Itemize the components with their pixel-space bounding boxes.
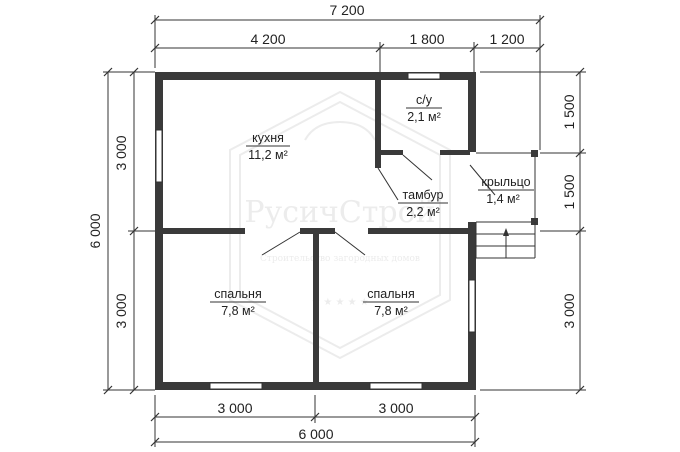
dim-bottom-segment-1: 3 000 [217,400,252,416]
wall-bottom [155,382,476,390]
dim-right-segment-3: 3 000 [561,293,577,328]
dim-right-segment-2: 1 500 [561,174,577,209]
door-bathroom [402,154,433,181]
window-bedroom-left [209,382,263,390]
porch-post-top [531,150,538,157]
partition-bathroom-bottom [440,150,470,155]
room-labels: кухня 11,2 м² с/у 2,1 м² тамбур 2,2 м² к… [210,93,534,318]
partition-middle-3 [368,228,468,234]
door-kitchen-vestibule [377,167,399,201]
room-bedroom-right-name: спальня [367,287,414,301]
room-vestibule-name: тамбур [403,188,444,202]
room-bedroom-left-name: спальня [214,287,261,301]
wall-left [155,72,163,390]
room-kitchen-area: 11,2 м² [248,148,288,162]
bottom-dimensions: 3 000 3 000 6 000 [150,395,480,447]
stairs-arrowhead-icon [503,228,509,236]
dim-left-segment-1: 3 000 [113,135,129,170]
dim-top-total: 7 200 [329,2,364,18]
window-bathroom [407,72,441,80]
doors [261,154,496,256]
watermark-stars-icon: ★ ★ ★ ★ ★ [311,297,369,308]
window-kitchen [155,129,163,183]
room-bathroom-area: 2,1 м² [407,110,441,124]
door-bedroom-right [334,231,366,256]
dim-top-segment-3: 1 200 [489,31,524,47]
porch [475,150,538,259]
door-bedroom-left [261,231,301,256]
room-bedroom-right-area: 7,8 м² [374,304,408,318]
window-bedroom-right-side [468,279,476,333]
wall-right-upper [468,72,476,152]
watermark-cloud-icon [304,120,376,141]
room-bathroom-name: с/у [416,93,433,107]
dim-left-segment-2: 3 000 [113,293,129,328]
porch-post-bottom [531,218,538,225]
top-dimensions: 7 200 4 200 1 800 1 200 [150,2,545,150]
right-dimensions: 1 500 1 500 3 000 [480,67,586,395]
room-kitchen-name: кухня [252,131,284,145]
watermark-brand: РусичСтрой [244,195,435,230]
partition-bathroom-door-stub [375,150,403,155]
partition-middle-1 [163,228,245,234]
room-porch-name: крыльцо [481,175,530,189]
room-porch-area: 1,4 м² [486,192,520,206]
room-bedroom-left-area: 7,8 м² [221,304,255,318]
partition-bedrooms [313,228,319,382]
dim-top-segment-2: 1 800 [409,31,444,47]
dim-bottom-segment-2: 3 000 [378,400,413,416]
dim-top-segment-1: 4 200 [250,31,285,47]
partition-bathroom-left [375,80,381,168]
dim-bottom-total: 6 000 [298,426,333,442]
dim-right-segment-1: 1 500 [561,94,577,129]
room-vestibule-area: 2,2 м² [406,205,440,219]
dim-left-total: 6 000 [87,213,103,248]
watermark-tagline: Строительство загородных домов [260,254,420,264]
left-dimensions: 6 000 3 000 3 000 [87,67,155,395]
window-bedroom-right [369,382,423,390]
windows [155,72,476,390]
wall-top [155,72,476,80]
